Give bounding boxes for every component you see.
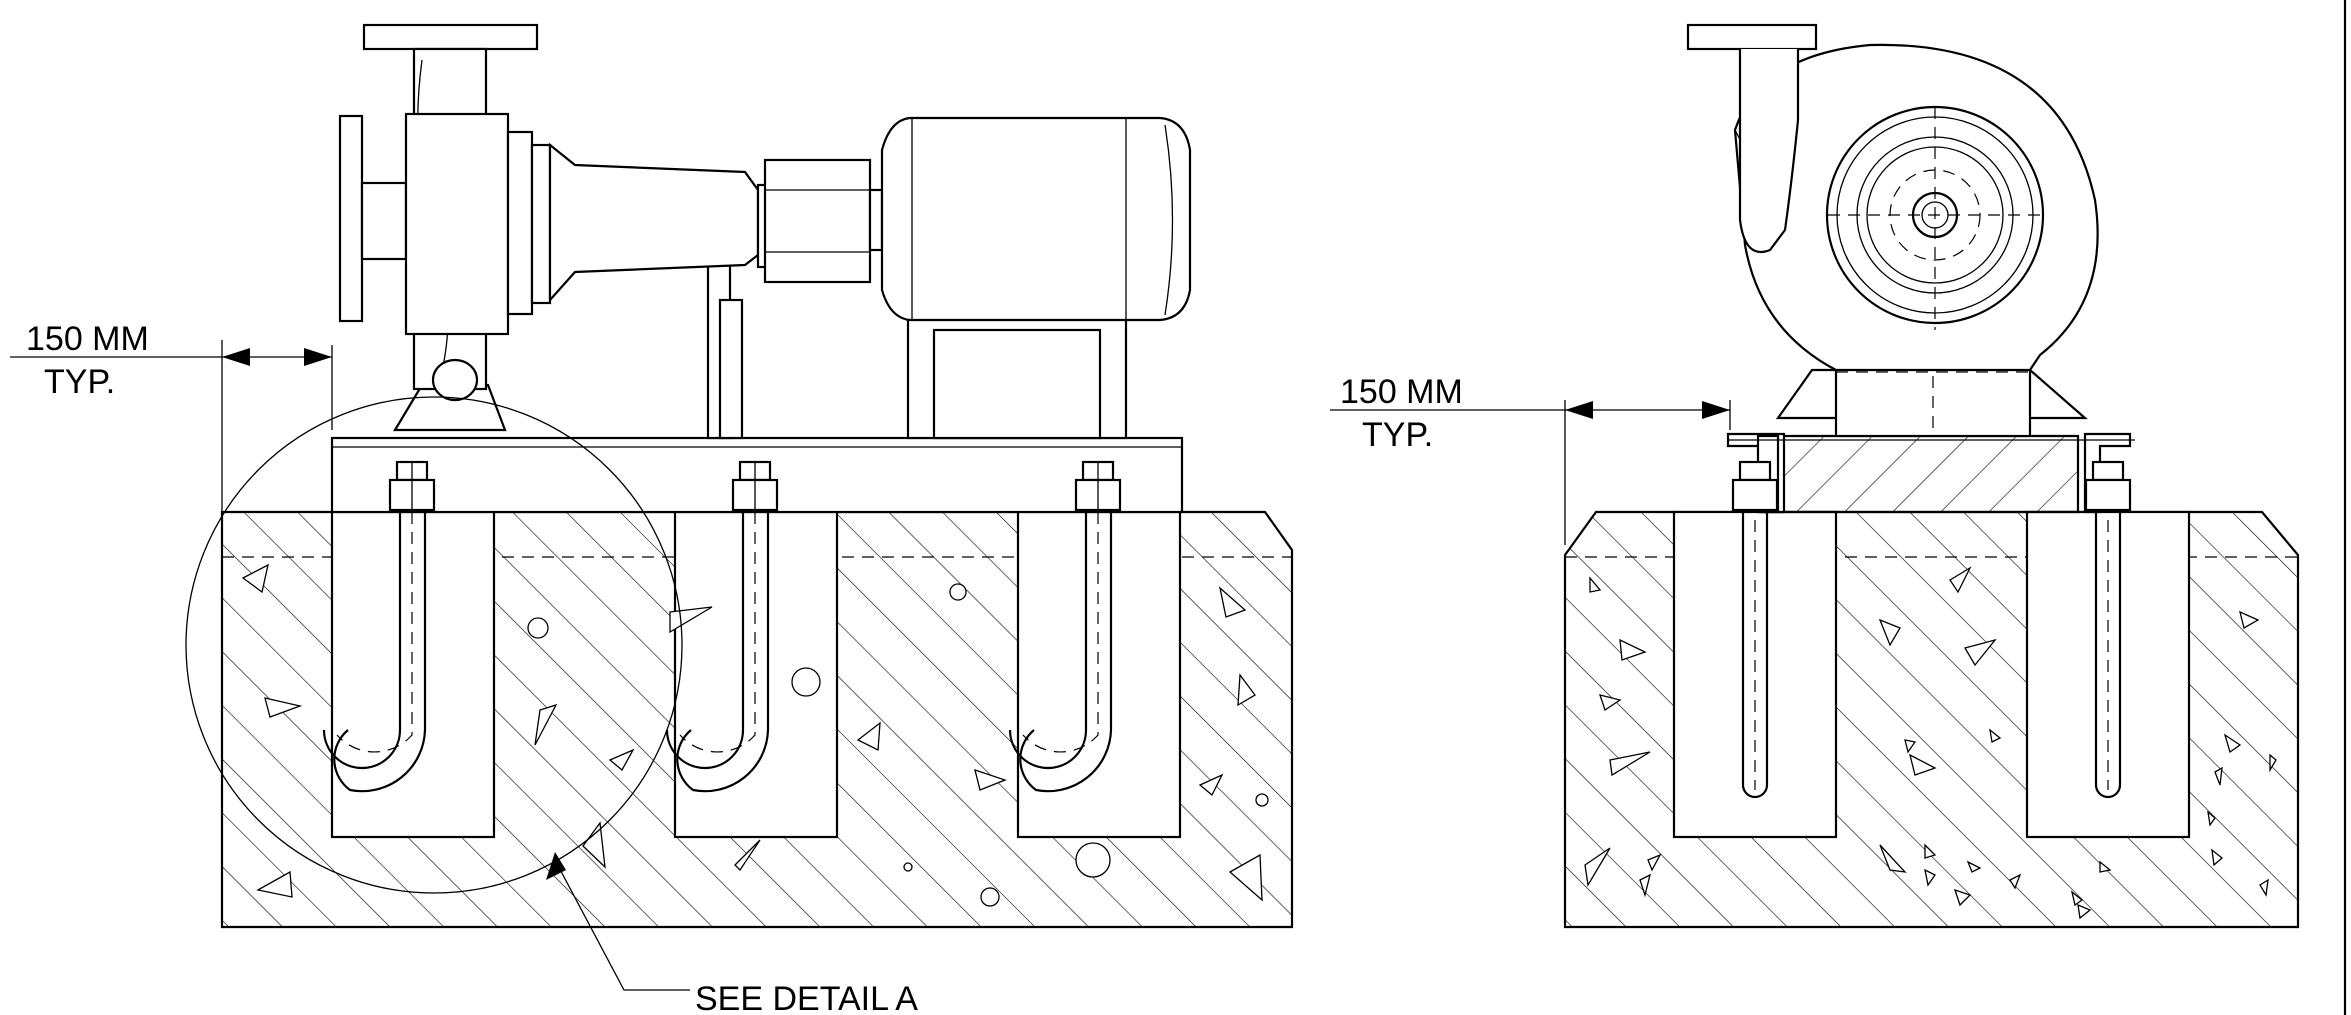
discharge-flange-right	[1686, 23, 1818, 51]
right-dimension: 150 MM TYP.	[1330, 373, 1731, 545]
impeller-view	[1825, 105, 2045, 330]
side-elevation-view	[220, 23, 1294, 929]
left-dim-value: 150 MM	[26, 320, 149, 358]
right-dim-value: 150 MM	[1340, 373, 1463, 411]
detail-a-circle	[185, 396, 683, 894]
end-elevation-view	[1563, 23, 2300, 929]
anchor-pocket-right-1	[1672, 500, 1838, 839]
pump-casing	[338, 23, 552, 402]
left-dim-typ: TYP.	[44, 363, 115, 401]
grout-block	[1758, 434, 2080, 514]
anchor-pocket-1	[322, 510, 496, 839]
pump-foot	[393, 383, 507, 432]
right-dim-typ: TYP.	[1362, 416, 1433, 454]
aggregate-marks-right	[1584, 566, 2277, 920]
motor	[880, 116, 1192, 322]
anchor-pocket-3	[1008, 510, 1182, 839]
bolt-nuts-right	[1731, 460, 2132, 512]
aggregate-marks-left	[241, 563, 1269, 907]
left-dimension: 150 MM TYP.	[10, 320, 333, 545]
bolt-nuts-left	[388, 460, 1122, 512]
coupling	[756, 158, 884, 284]
anchor-pocket-right-2	[2025, 500, 2191, 839]
detail-arrowhead	[546, 852, 566, 880]
detail-leader	[554, 859, 690, 991]
detail-callout-label: SEE DETAIL A	[695, 980, 918, 1015]
